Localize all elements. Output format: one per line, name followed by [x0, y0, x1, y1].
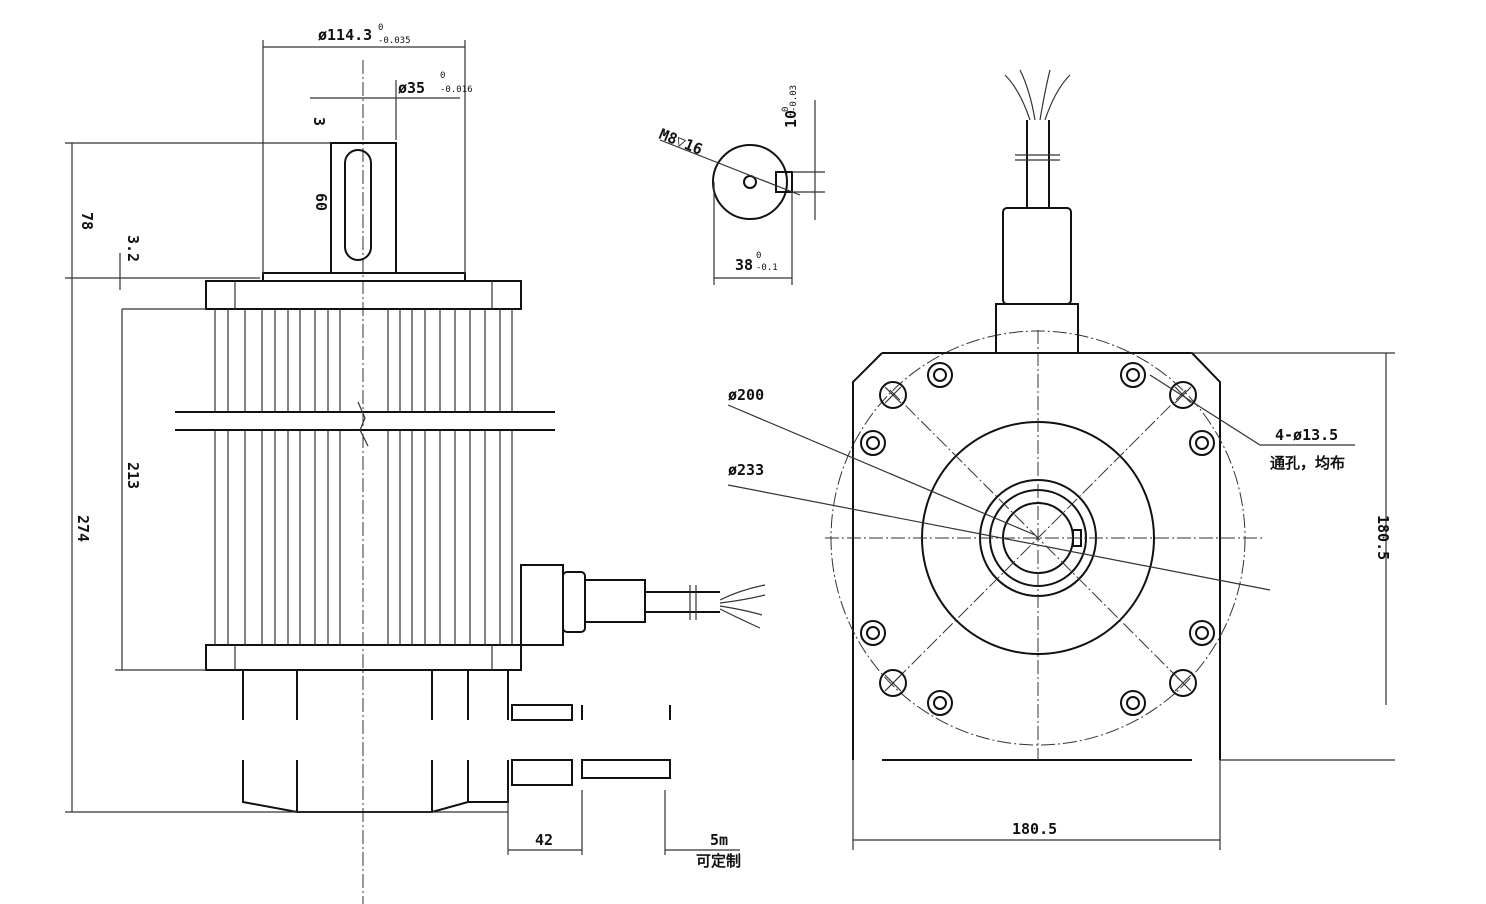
tol: 0: [756, 251, 761, 261]
frame-height-label: 180.5: [1374, 515, 1392, 560]
bolt: [1120, 362, 1146, 388]
tol: 0: [781, 107, 791, 112]
cable-offset-label: 42: [535, 831, 553, 849]
shaft-length-label: 78: [78, 212, 96, 230]
cable-note-label: 可定制: [696, 852, 741, 870]
holes-label: 4-ø13.5: [1275, 426, 1338, 444]
tol: -0.1: [756, 263, 778, 273]
shaft-section: M8▽16 38 0 -0.1 10 -0.03 0: [657, 85, 825, 285]
bolt-head: [1126, 368, 1140, 382]
tol: 0: [378, 23, 383, 33]
tol: -0.035: [378, 36, 411, 46]
key-width-label: 10: [782, 110, 800, 128]
bolt: [927, 362, 953, 388]
hole-cross: [1174, 386, 1192, 404]
bolt: [1189, 430, 1215, 456]
bolt: [1120, 690, 1146, 716]
mounting-hole: [879, 669, 907, 697]
thread-label: M8▽16: [657, 125, 706, 159]
bolt: [1189, 620, 1215, 646]
side-view: ø114.3 0 -0.035 ø35 0 -0.016 78 3.2 3 60…: [65, 23, 766, 904]
pcd-inner-label: ø200: [728, 386, 764, 404]
flange-height-label: 3.2: [124, 235, 142, 262]
mounting-hole: [879, 381, 907, 409]
bolt-head: [866, 626, 880, 640]
flange-dia-label: ø114.3: [318, 26, 372, 44]
key-height-label: 38: [735, 256, 753, 274]
bolt-head: [933, 368, 947, 382]
bolt-head: [1195, 626, 1209, 640]
bolt-head: [1195, 436, 1209, 450]
bolt-head: [933, 696, 947, 710]
pcd-outer-label: ø233: [728, 461, 764, 479]
key-offset-label: 3: [310, 117, 328, 126]
tol: -0.016: [440, 85, 473, 95]
key-length-label: 60: [312, 193, 330, 211]
mounting-hole: [1169, 669, 1197, 697]
hole-cross: [884, 386, 902, 404]
bolt-head: [866, 436, 880, 450]
shaft-dia-label: ø35: [398, 79, 425, 97]
holes-note-label: 通孔，均布: [1270, 454, 1345, 472]
body-length-label: 213: [124, 462, 142, 489]
tol: -0.03: [789, 85, 799, 112]
hole-cross: [884, 674, 902, 692]
bolt: [927, 690, 953, 716]
bolt: [860, 430, 886, 456]
mounting-hole: [1169, 381, 1197, 409]
total-length-label: 274: [74, 515, 92, 542]
bolt: [860, 620, 886, 646]
frame-width-label: 180.5: [1012, 820, 1057, 838]
front-view: ø200 ø233 4-ø13.5 通孔，均布 180.5 180.5: [727, 69, 1395, 850]
bolt-head: [1126, 696, 1140, 710]
tol: 0: [440, 71, 445, 81]
cable-length-label: 5m: [710, 831, 728, 849]
hole-cross: [1174, 674, 1192, 692]
